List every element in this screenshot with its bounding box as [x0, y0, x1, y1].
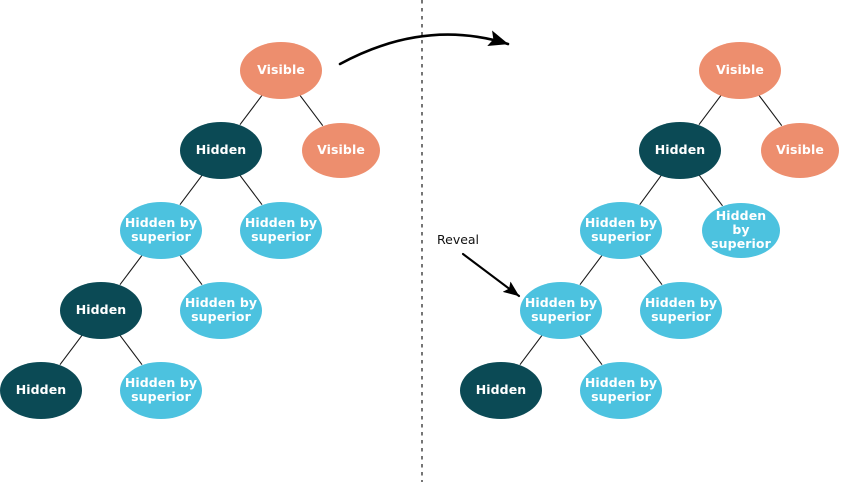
- tree-node-after-r6[interactable]: Hidden by superior: [520, 281, 602, 339]
- tree-node-label: Hidden by superior: [124, 375, 198, 404]
- tree-edge: [239, 174, 263, 206]
- tree-node-before-l6[interactable]: Hidden: [60, 281, 142, 339]
- tree-node-label: Hidden by superior: [524, 295, 598, 324]
- tree-node-label: Visible: [257, 62, 305, 77]
- tree-node-before-l7[interactable]: Hidden by superior: [180, 281, 262, 339]
- tree-edge: [758, 94, 783, 127]
- tree-node-label: Hidden by superior: [584, 215, 658, 244]
- tree-node-label: Hidden by superior: [184, 295, 258, 324]
- transform-arrow: [338, 30, 510, 66]
- tree-node-label: Hidden: [75, 302, 127, 317]
- tree-edge: [179, 254, 203, 286]
- tree-node-label: Visible: [716, 62, 764, 77]
- tree-edge: [119, 334, 143, 366]
- reveal-label: Reveal: [437, 232, 480, 247]
- tree-node-label: Hidden: [195, 142, 247, 157]
- tree-node-label: Hidden by superior: [644, 295, 718, 324]
- tree-edge: [59, 334, 83, 366]
- tree-node-before-l3[interactable]: Visible: [302, 122, 380, 178]
- tree-edge: [519, 334, 543, 366]
- tree-node-label: Hidden: [475, 382, 527, 397]
- reveal-arrow: [461, 252, 521, 298]
- tree-node-label: Hidden: [15, 382, 67, 397]
- tree-node-before-l8[interactable]: Hidden: [0, 361, 82, 419]
- tree-node-after-r8[interactable]: Hidden: [460, 361, 542, 419]
- tree-edge: [639, 254, 663, 286]
- tree-node-before-l4[interactable]: Hidden by superior: [120, 201, 202, 259]
- tree-node-after-r5[interactable]: Hidden by superior: [702, 202, 780, 258]
- tree-node-before-l2[interactable]: Hidden: [180, 121, 262, 179]
- tree-edge: [698, 174, 723, 207]
- tree-node-after-r4[interactable]: Hidden by superior: [580, 201, 662, 259]
- tree-edge: [179, 174, 203, 206]
- tree-node-before-l5[interactable]: Hidden by superior: [240, 201, 322, 259]
- tree-node-before-l1[interactable]: Visible: [240, 41, 322, 99]
- tree-edge: [119, 254, 143, 286]
- tree-node-label: Hidden by superior: [244, 215, 318, 244]
- tree-node-before-l9[interactable]: Hidden by superior: [120, 361, 202, 419]
- tree-node-label: Hidden: [654, 142, 706, 157]
- tree-edge: [579, 254, 603, 286]
- tree-edge: [639, 175, 662, 205]
- tree-node-after-r2[interactable]: Hidden: [639, 121, 721, 179]
- tree-edge: [579, 334, 603, 366]
- tree-node-after-r1[interactable]: Visible: [699, 41, 781, 99]
- tree-node-after-r7[interactable]: Hidden by superior: [640, 281, 722, 339]
- tree-node-label: Visible: [317, 142, 365, 157]
- tree-node-label: Hidden by superior: [584, 375, 658, 404]
- tree-node-label: Visible: [776, 142, 824, 157]
- tree-node-label: Hidden by superior: [124, 215, 198, 244]
- tree-node-label: Hidden by superior: [711, 208, 771, 251]
- tree-edge: [239, 94, 263, 126]
- tree-node-after-r3[interactable]: Visible: [761, 122, 839, 178]
- tree-edge: [299, 94, 324, 127]
- tree-node-after-r9[interactable]: Hidden by superior: [580, 361, 662, 419]
- tree-edge: [698, 94, 722, 126]
